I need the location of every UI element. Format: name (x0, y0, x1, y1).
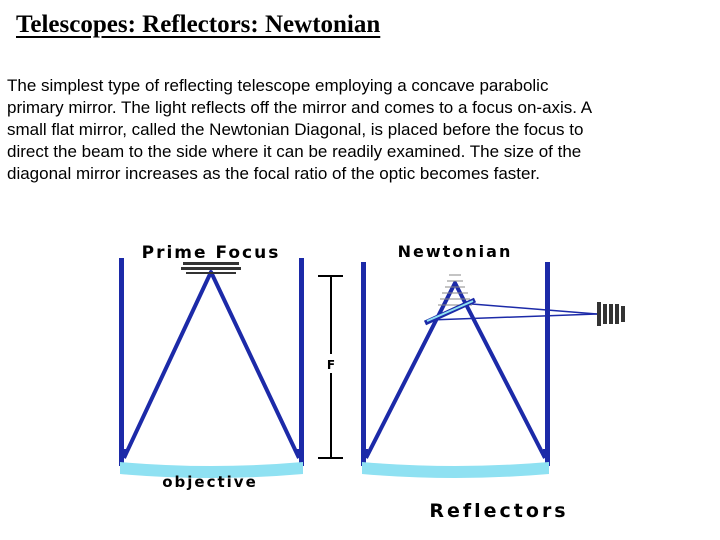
primary-mirror (120, 462, 303, 478)
body-line: diagonal mirror increases as the focal r… (7, 164, 540, 183)
reflectors-label: Reflectors (429, 500, 568, 522)
tube-wall-right (299, 258, 304, 466)
primary-mirror (362, 462, 549, 478)
light-rays (364, 281, 547, 459)
body-line: primary mirror. The light reflects off t… (7, 98, 593, 117)
newtonian-diagonal-mirror (423, 297, 477, 326)
prime-focus-telescope: Prime Focus objective (119, 243, 304, 491)
focal-length-label: F (327, 358, 335, 372)
newtonian-telescope: Newtonian (361, 242, 625, 478)
virtual-focus-marks (438, 274, 472, 306)
objective-label: objective (162, 473, 258, 491)
prime-focus-detector (181, 262, 241, 274)
prime-focus-label: Prime Focus (142, 243, 281, 263)
slide-body-text: The simplest type of reflecting telescop… (7, 75, 713, 185)
reflected-beam (429, 303, 598, 321)
body-line: direct the beam to the side where it can… (7, 142, 582, 161)
newtonian-label: Newtonian (398, 242, 513, 261)
light-rays (122, 270, 301, 459)
body-line: The simplest type of reflecting telescop… (7, 76, 549, 95)
tube-wall-left (119, 258, 124, 466)
focal-length-marker: F (318, 275, 343, 459)
body-line: small flat mirror, called the Newtonian … (7, 120, 584, 139)
slide-title: Telescopes: Reflectors: Newtonian (16, 11, 381, 38)
tube-wall-left (361, 262, 366, 466)
tube-wall-right (545, 262, 550, 466)
side-focus-detector (597, 302, 625, 326)
